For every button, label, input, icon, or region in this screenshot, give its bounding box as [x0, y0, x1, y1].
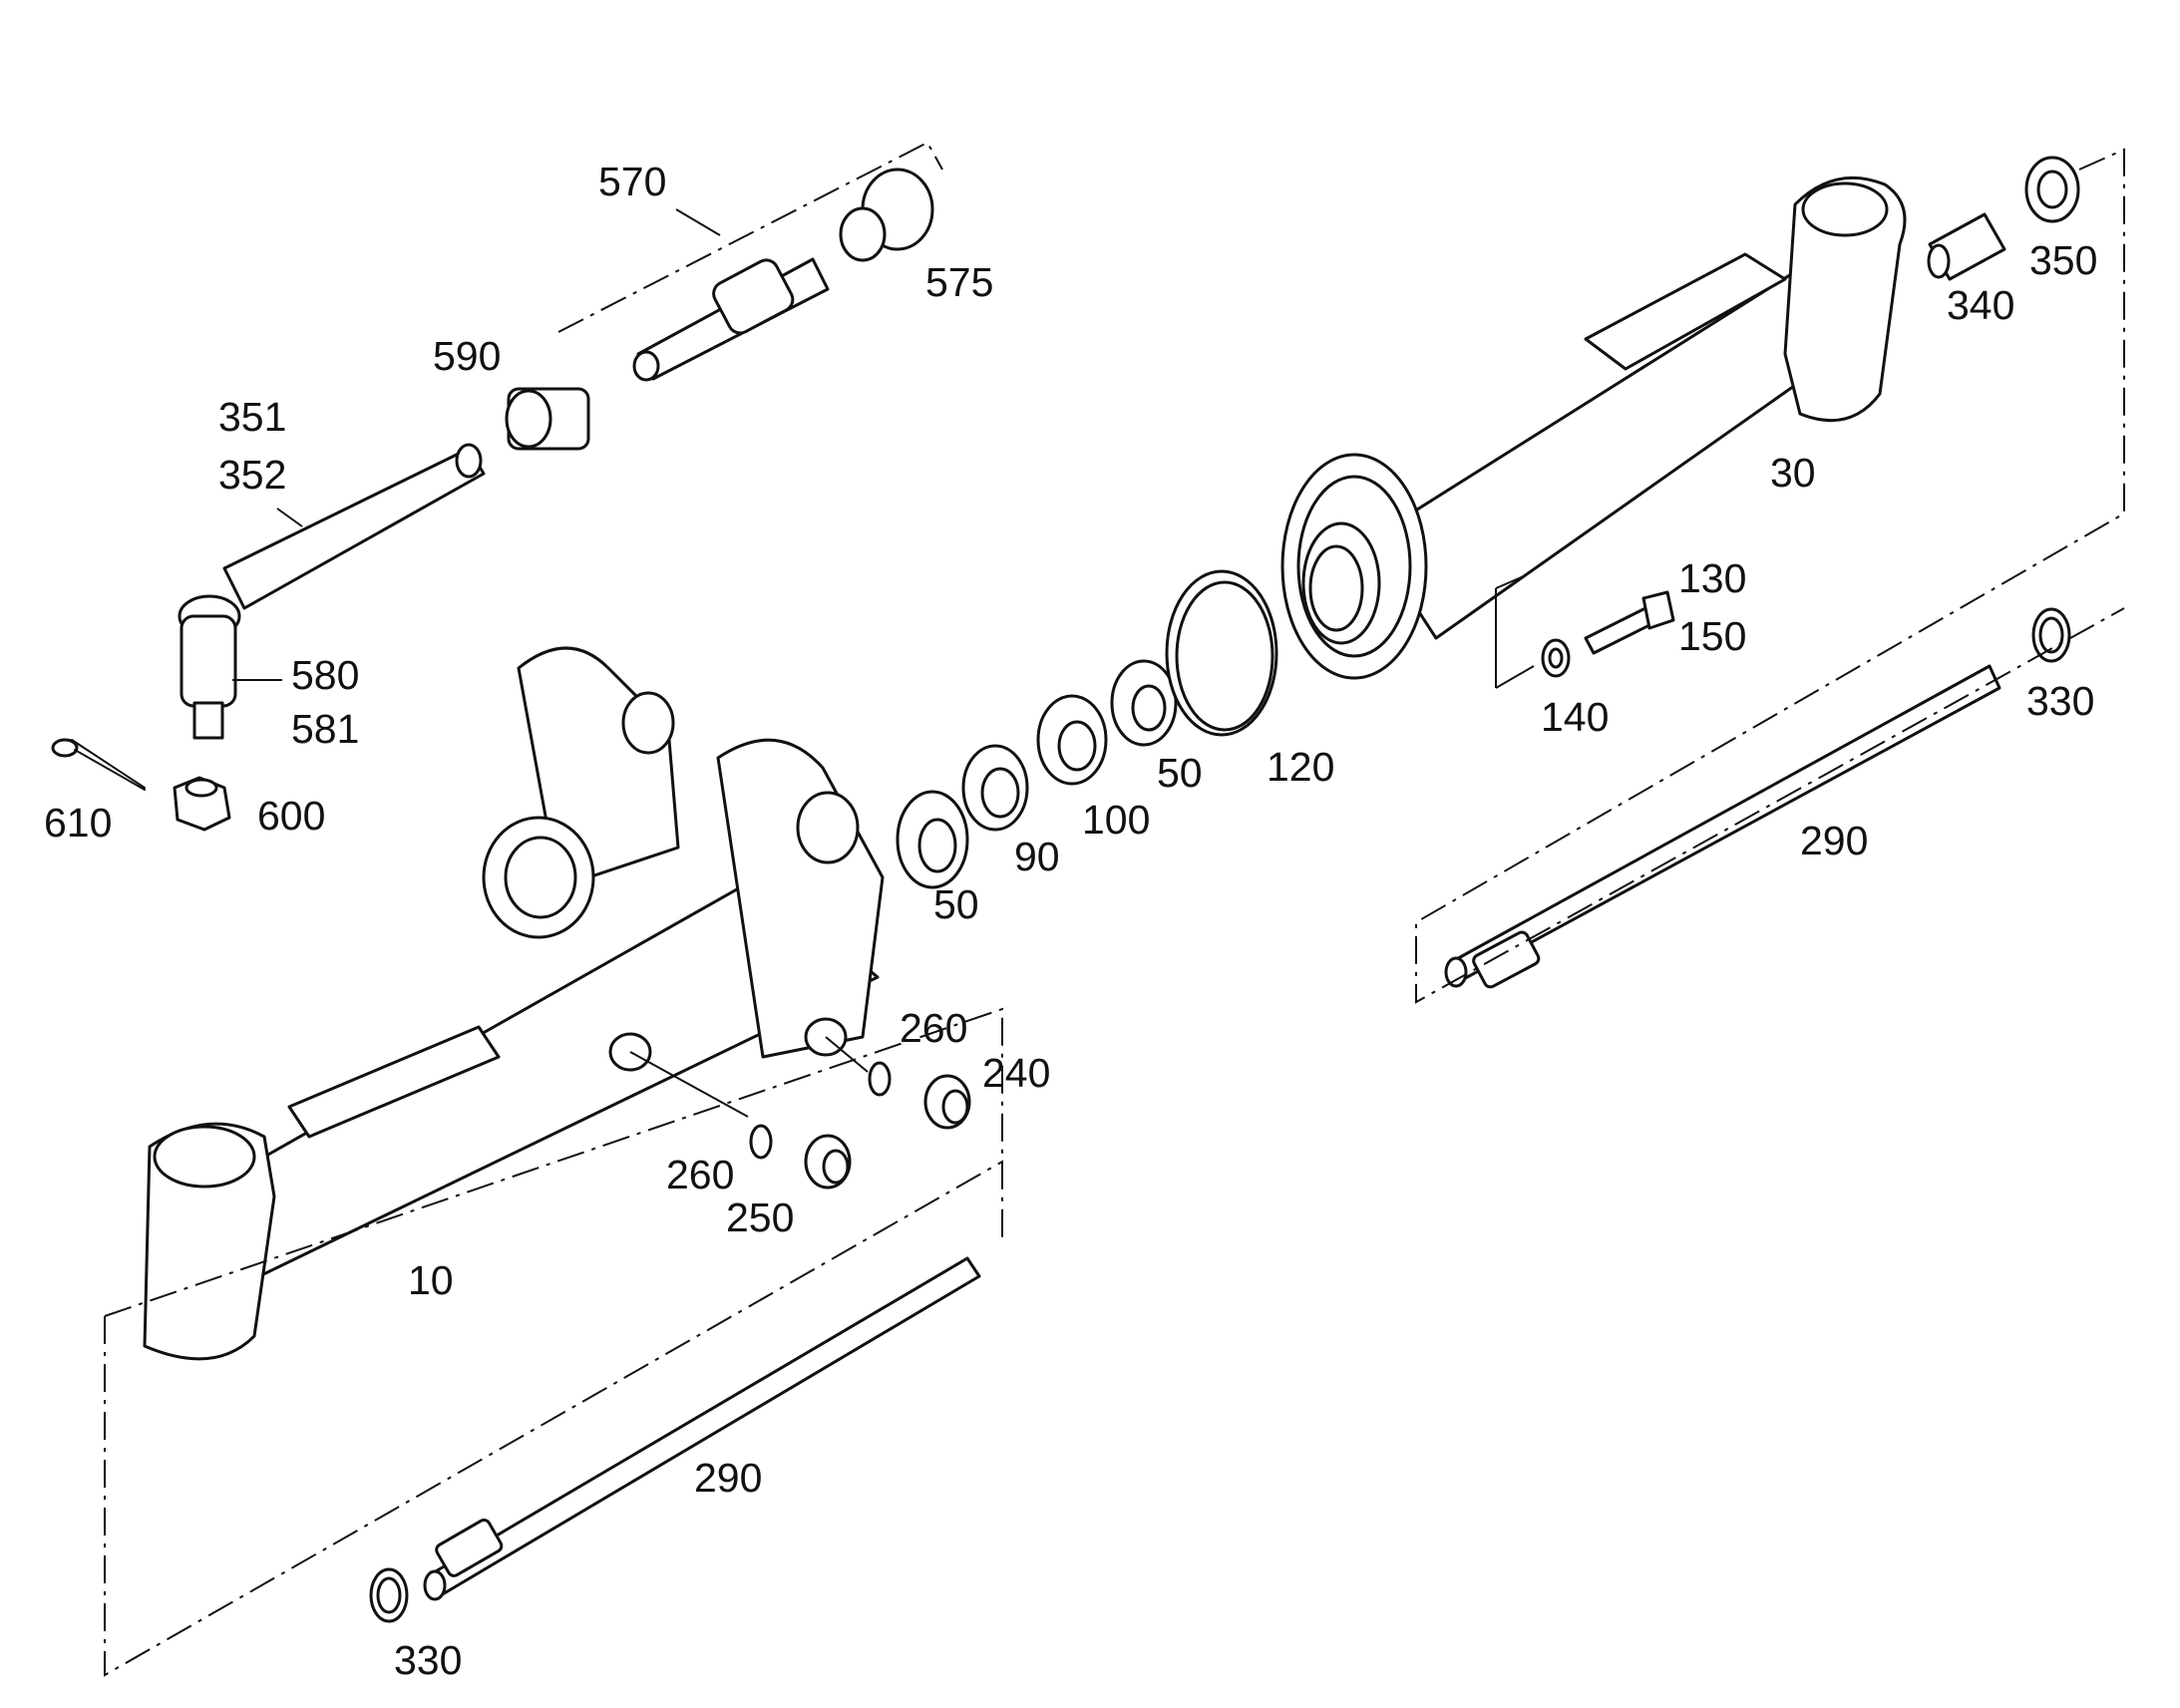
boot [839, 168, 934, 262]
castle-nut [173, 776, 231, 832]
label-580: 580 [291, 652, 359, 698]
o-ring-120 [1165, 569, 1278, 737]
label-240: 240 [982, 1050, 1050, 1096]
label-570: 570 [598, 159, 666, 204]
label-581: 581 [291, 706, 359, 752]
cotter-pin [51, 738, 146, 791]
label-575: 575 [925, 259, 993, 305]
label-330-right: 330 [2026, 678, 2094, 724]
label-350: 350 [2029, 237, 2097, 283]
label-290-right: 290 [1800, 818, 1868, 863]
label-250: 250 [726, 1195, 794, 1240]
plug-240 [923, 1074, 971, 1130]
label-30: 30 [1770, 450, 1816, 496]
label-50-right: 50 [1157, 750, 1203, 796]
label-260-lower: 260 [666, 1152, 734, 1197]
label-340: 340 [1947, 282, 2014, 328]
axle-shaft-right [1444, 664, 2001, 989]
label-352: 352 [218, 452, 286, 498]
ring-260-upper [868, 1061, 892, 1097]
label-600: 600 [257, 793, 325, 839]
label-150: 150 [1678, 613, 1746, 659]
label-330-left: 330 [394, 1637, 462, 1683]
axle-housing-left [143, 646, 885, 1361]
steering-rod [178, 443, 486, 740]
label-10: 10 [408, 1257, 454, 1303]
label-120: 120 [1267, 744, 1334, 790]
label-260-upper: 260 [900, 1005, 967, 1051]
label-590: 590 [433, 333, 501, 379]
ring-330-left [369, 1567, 409, 1623]
label-100: 100 [1082, 797, 1150, 843]
bearing-90 [961, 744, 1029, 832]
bushing-340 [1927, 212, 2006, 281]
drive-shaft-upper [632, 257, 830, 382]
group-lines [104, 141, 2125, 1677]
ring-260-lower [749, 1124, 773, 1160]
label-90: 90 [1014, 834, 1060, 879]
label-351: 351 [218, 394, 286, 440]
bracket [505, 387, 590, 451]
label-130: 130 [1678, 555, 1746, 601]
leader-lines [232, 208, 1535, 1118]
bolt [1584, 590, 1675, 655]
label-610: 610 [44, 800, 112, 846]
axle-housing-right [1280, 175, 1907, 680]
label-140: 140 [1541, 694, 1609, 740]
bearing-100 [1036, 694, 1108, 786]
seal-50-right [1110, 659, 1178, 747]
plug-250 [804, 1134, 852, 1190]
washer-140 [1541, 638, 1571, 678]
ring-330-right [2031, 607, 2071, 663]
axle-shaft-left [423, 1256, 981, 1601]
seal-50-left [896, 790, 969, 889]
label-290-left: 290 [694, 1455, 762, 1501]
label-50-left: 50 [933, 881, 979, 927]
seal-350 [2024, 156, 2080, 223]
